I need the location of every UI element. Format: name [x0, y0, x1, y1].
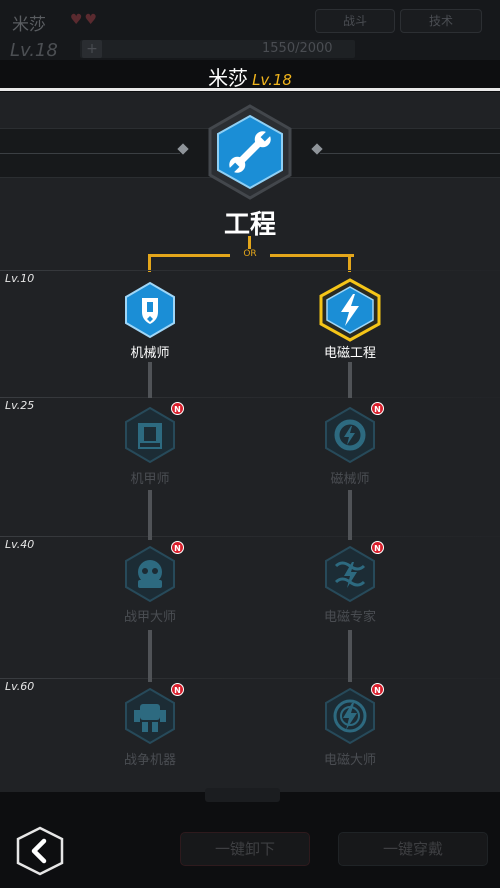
- skill-node-electromagnetic[interactable]: [317, 278, 383, 342]
- right-connector-2: [348, 490, 352, 540]
- skill-node-mech[interactable]: [120, 405, 180, 465]
- lightning-icon: [319, 278, 381, 342]
- skill-label-armor-master: 战甲大师: [123, 610, 176, 625]
- background-exp-bar: [80, 40, 355, 58]
- skill-label-electromagnetic: 电磁工程: [323, 346, 376, 361]
- level-row-25: Lv.25: [0, 397, 500, 417]
- skill-label-em-expert: 电磁专家: [323, 610, 376, 625]
- left-connector-3: [148, 630, 152, 682]
- background-tech-button: 技术: [400, 9, 482, 33]
- skill-node-magnetic-gear[interactable]: [320, 405, 380, 465]
- skill-label-mechanic: 机械师: [130, 346, 170, 361]
- new-badge: N: [171, 683, 184, 696]
- character-level: Lv.18: [252, 71, 292, 89]
- or-connector-left: [148, 254, 151, 272]
- mech-icon: [125, 406, 175, 464]
- mechanic-icon: [125, 281, 175, 339]
- level-row-label: Lv.25: [5, 399, 35, 412]
- armor-master-icon: [125, 545, 175, 603]
- war-machine-icon: [125, 687, 175, 745]
- skill-node-armor-master[interactable]: [120, 544, 180, 604]
- level-row-label: Lv.60: [5, 680, 35, 693]
- em-master-icon: [325, 687, 375, 745]
- level-row-label: Lv.40: [5, 538, 35, 551]
- main-skill-node[interactable]: [202, 104, 298, 200]
- background-exp-text: 1550/2000: [262, 41, 333, 56]
- or-connector-right: [348, 254, 351, 272]
- right-connector-3: [348, 630, 352, 682]
- background-player-name: 米莎: [12, 15, 46, 35]
- background-plus-icon: +: [82, 40, 102, 58]
- skill-label-em-master: 电磁大师: [323, 753, 376, 768]
- back-button[interactable]: [14, 826, 66, 876]
- new-badge: N: [371, 541, 384, 554]
- level-row-60: Lv.60: [0, 678, 500, 698]
- header-divider: [0, 88, 500, 91]
- background-hearts-icon: ♥♥: [70, 12, 100, 28]
- or-connector-center: [248, 236, 251, 254]
- skill-label-war-machine: 战争机器: [123, 753, 176, 768]
- left-connector-1: [148, 362, 152, 398]
- skill-tree-panel: [0, 92, 500, 792]
- new-badge: N: [171, 402, 184, 415]
- background-battle-button: 战斗: [315, 9, 395, 33]
- skill-node-em-expert[interactable]: [320, 544, 380, 604]
- em-expert-icon: [325, 545, 375, 603]
- skill-node-em-master[interactable]: [320, 686, 380, 746]
- skill-label-magnetic-gear: 磁械师: [330, 472, 370, 487]
- new-badge: N: [371, 683, 384, 696]
- band-line-left: [0, 153, 180, 154]
- background-equip-all-button: 一键穿戴: [338, 832, 488, 866]
- background-small-tab: [205, 788, 280, 802]
- level-row-10: Lv.10: [0, 270, 500, 290]
- band-line-right: [320, 153, 500, 154]
- main-skill-title: 工程: [223, 210, 276, 240]
- background-level: Lv.18: [10, 40, 58, 61]
- chevron-left-icon: [16, 826, 64, 876]
- level-row-40: Lv.40: [0, 536, 500, 556]
- skill-node-mechanic[interactable]: [120, 280, 180, 340]
- right-connector-1: [348, 362, 352, 398]
- left-connector-2: [148, 490, 152, 540]
- new-badge: N: [371, 402, 384, 415]
- magnetic-gear-icon: [325, 406, 375, 464]
- level-row-label: Lv.10: [5, 272, 35, 285]
- new-badge: N: [171, 541, 184, 554]
- or-label: OR: [230, 249, 270, 259]
- skill-node-war-machine[interactable]: [120, 686, 180, 746]
- character-name: 米莎: [208, 66, 249, 90]
- wrench-icon: [208, 104, 292, 200]
- background-unequip-all-button: 一键卸下: [180, 832, 310, 866]
- skill-label-mech: 机甲师: [130, 472, 170, 487]
